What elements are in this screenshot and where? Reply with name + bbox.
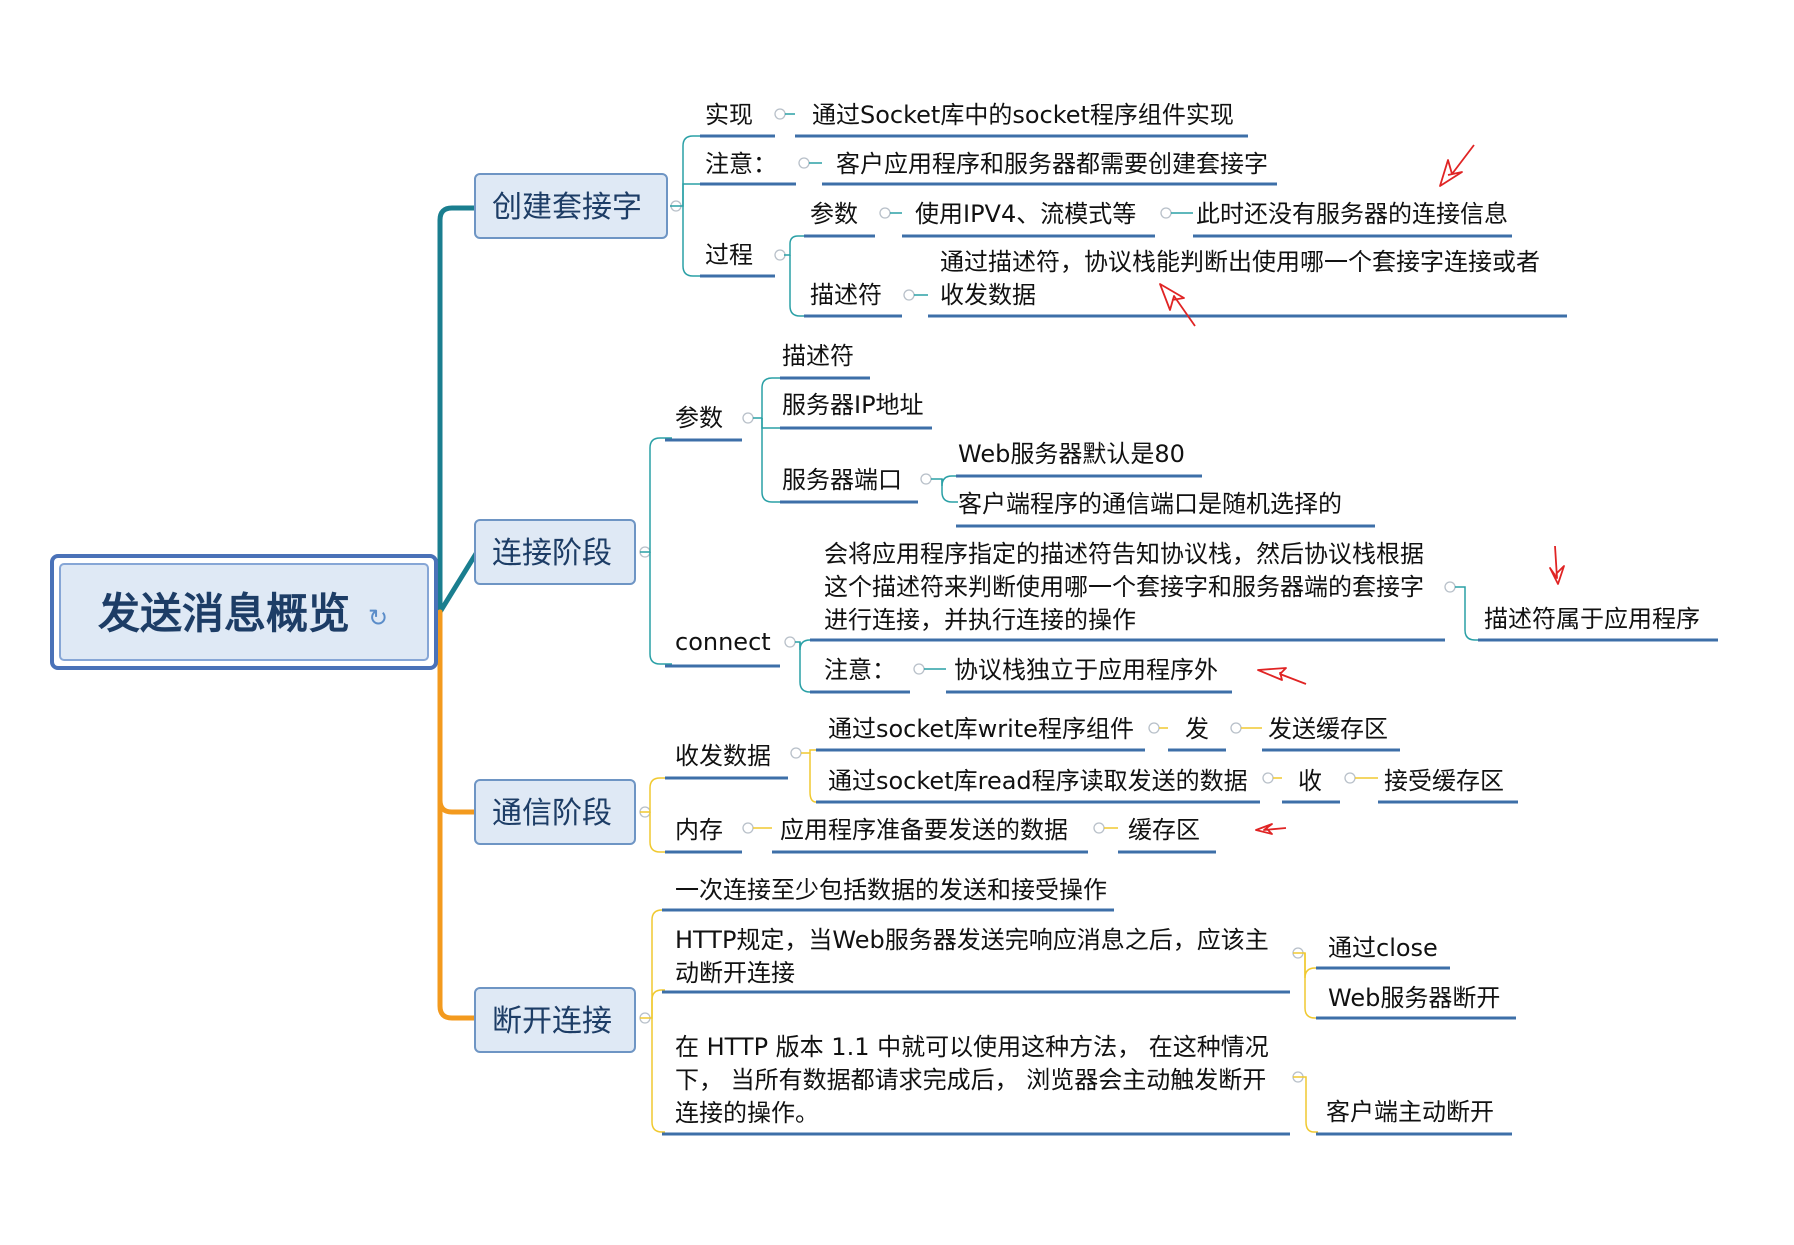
annotation-arrow-5	[1255, 823, 1287, 835]
disconnect-web-server: Web服务器断开	[1328, 984, 1500, 1012]
port-note-web: Web服务器默认是80	[958, 440, 1185, 468]
topic-connect-phase-label: 连接阶段	[492, 536, 612, 571]
comm-write-value: 通过socket库write程序组件	[828, 715, 1134, 743]
connect-subtree: 参数 描述符 服务器IP地址 服务器端口 Web服务器默认是80 客户端程序的通…	[640, 342, 1718, 694]
impl-label: 实现	[705, 101, 753, 129]
disconnect-branch-line	[437, 609, 480, 1021]
comm-recv-label: 收	[1298, 767, 1322, 795]
comm-underlines	[665, 748, 1518, 854]
disconnect-item2-line2: 动断开连接	[675, 959, 795, 987]
annotation-arrow-2	[1159, 283, 1196, 327]
process-label: 过程	[705, 241, 753, 269]
connect-underlines	[665, 376, 1718, 694]
topic-connect-phase[interactable]: 连接阶段	[474, 519, 636, 585]
root-label: 发送消息概览	[98, 589, 350, 638]
comm-send-label: 发	[1185, 715, 1209, 743]
annotation-arrow-4	[1257, 667, 1307, 685]
comm-mem-label: 内存	[675, 816, 723, 844]
topic-comm-phase-label: 通信阶段	[492, 796, 612, 831]
port-note-client: 客户端程序的通信端口是随机选择的	[958, 490, 1342, 518]
comm-subtree: 收发数据 通过socket库write程序组件 发 发送缓存区 通过socket…	[640, 715, 1518, 854]
topic-create-socket[interactable]: 创建套接字	[474, 173, 668, 239]
topic-disconnect[interactable]: 断开连接	[474, 987, 636, 1053]
connect-connectors	[640, 377, 1480, 693]
disconnect-client: 客户端主动断开	[1326, 1098, 1494, 1126]
disconnect-connectors	[640, 909, 1318, 1133]
desc-label: 描述符	[810, 281, 882, 309]
socket-subtree: 实现 通过Socket库中的socket程序组件实现 注意： 客户应用程序和服务…	[670, 101, 1567, 318]
disconnect-item1: 一次连接至少包括数据的发送和接受操作	[675, 876, 1107, 904]
annotation-arrows	[1159, 144, 1565, 835]
connect-line3: 进行连接，并执行连接的操作	[824, 606, 1136, 634]
connect-note-value: 协议栈独立于应用程序外	[954, 656, 1218, 684]
annotation-arrow-3	[1549, 545, 1565, 585]
socket-connectors	[670, 113, 1193, 317]
comm-mem-value: 应用程序准备要发送的数据	[780, 816, 1068, 844]
disconnect-item3-line1: 在 HTTP 版本 1.1 中就可以使用这种方法， 在这种情况	[675, 1033, 1269, 1061]
annotation-arrow-1	[1439, 144, 1475, 187]
topic-disconnect-label: 断开连接	[492, 1004, 612, 1039]
refresh-icon: ↻	[368, 604, 388, 632]
connect-note-label: 注意：	[824, 656, 896, 684]
desc-line2: 收发数据	[940, 281, 1036, 309]
comm-data-label: 收发数据	[675, 742, 771, 770]
disconnect-underlines	[662, 908, 1516, 1136]
comm-connectors	[640, 727, 1378, 853]
comm-recv-buffer: 接受缓存区	[1384, 767, 1504, 795]
comm-branch-line	[437, 609, 480, 815]
connect-label: connect	[675, 628, 771, 656]
disconnect-item2-line1: HTTP规定，当Web服务器发送完响应消息之后，应该主	[675, 926, 1269, 954]
comm-read-value: 通过socket库read程序读取发送的数据	[828, 767, 1248, 795]
disconnect-item3-line3: 连接的操作。	[675, 1099, 819, 1127]
param-descriptor: 描述符	[782, 342, 854, 370]
topic-comm-phase[interactable]: 通信阶段	[474, 779, 636, 845]
param-label: 参数	[810, 200, 858, 228]
param-note: 此时还没有服务器的连接信息	[1196, 200, 1508, 228]
param-server-ip: 服务器IP地址	[782, 391, 924, 419]
desc-line1: 通过描述符，协议栈能判断出使用哪一个套接字连接或者	[940, 248, 1540, 276]
topic-create-socket-label: 创建套接字	[492, 190, 642, 225]
root-topic[interactable]: 发送消息概览 ↻	[50, 554, 438, 670]
socket-branch-line	[437, 205, 480, 615]
connect-branch-line	[437, 549, 480, 615]
disconnect-item3-line2: 下， 当所有数据都请求完成后， 浏览器会主动触发断开	[675, 1066, 1266, 1094]
connect-params-label: 参数	[675, 404, 723, 432]
disconnect-subtree: 一次连接至少包括数据的发送和接受操作 HTTP规定，当Web服务器发送完响应消息…	[640, 876, 1516, 1136]
main-connectors	[437, 205, 480, 1021]
param-value: 使用IPV4、流模式等	[915, 200, 1136, 228]
impl-value: 通过Socket库中的socket程序组件实现	[812, 101, 1234, 129]
comm-send-buffer: 发送缓存区	[1268, 715, 1388, 743]
connect-line2: 这个描述符来判断使用哪一个套接字和服务器端的套接字	[824, 573, 1424, 601]
param-server-port: 服务器端口	[782, 466, 902, 494]
comm-buffer-label: 缓存区	[1128, 816, 1200, 844]
socket-note-value: 客户应用程序和服务器都需要创建套接字	[836, 150, 1268, 178]
connect-descriptor-note: 描述符属于应用程序	[1484, 605, 1700, 633]
connect-line1: 会将应用程序指定的描述符告知协议栈，然后协议栈根据	[824, 540, 1424, 568]
socket-underlines	[700, 134, 1567, 318]
disconnect-close: 通过close	[1328, 934, 1438, 962]
socket-note-label: 注意：	[705, 150, 777, 178]
